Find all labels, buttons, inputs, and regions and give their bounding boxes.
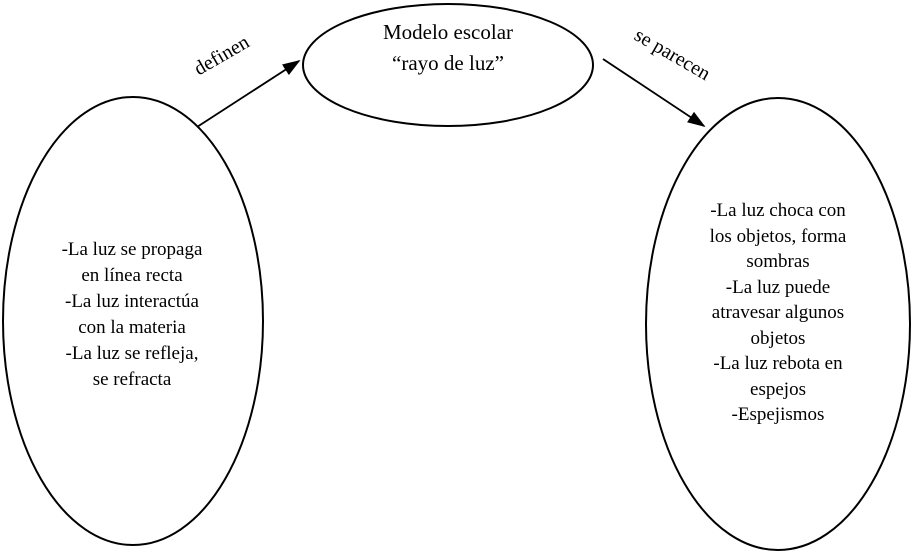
left-node-line: -La luz se propaga [61,239,203,260]
right-node-line: los objetos, forma [709,225,847,247]
center-node-line: Modelo escolar [382,20,514,44]
arrow-resemble [602,58,706,127]
left-node-line: -La luz interactúa [65,291,199,312]
arrow-define [196,60,301,128]
left-node-line: en línea recta [81,265,183,286]
right-node-outline [645,97,911,551]
right-node-label: -La luz choca con los objetos, forma som… [663,198,893,428]
right-node-line: -La luz choca con [710,200,846,221]
right-node-line: espejos [750,378,806,400]
right-node-line: sombras [746,251,810,272]
right-node-line: objetos [750,327,806,349]
right-node-line: -La luz rebota en [713,353,843,374]
right-node-line: -Espejismos [731,404,825,425]
center-node-line: “rayo de luz” [392,51,504,75]
left-node-line: se refracta [92,369,172,390]
left-node-label: -La luz se propaga en línea recta -La lu… [17,237,247,393]
right-node-line: atravesar algunos [711,302,845,323]
center-node-label: Modelo escolar “rayo de luz” [328,17,568,79]
left-node-line: -La luz se refleja, [65,343,199,364]
left-node-line: con la materia [78,317,186,338]
center-node-outline [302,3,594,127]
right-node-line: -La luz puede [725,276,831,298]
left-node-outline [2,96,264,546]
